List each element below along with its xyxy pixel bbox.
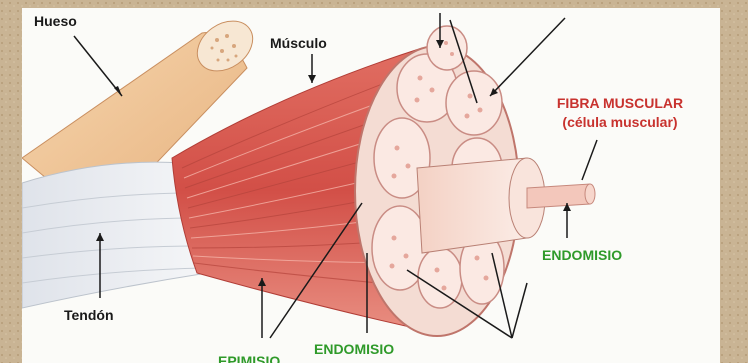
label-tendon: Tendón [64,308,114,322]
label-hueso: Hueso [34,14,77,28]
label-fibra-muscular: FIBRA MUSCULAR (célula muscular) [530,96,710,129]
label-musculo: Músculo [270,36,327,50]
label-fibra-line1: FIBRA MUSCULAR [530,96,710,110]
label-endomisio-right: ENDOMISIO [542,248,622,262]
label-endomisio-bottom: ENDOMISIO [314,342,394,356]
diagram-panel: Hueso Músculo Tendón FIBRA MUSCULAR (cél… [22,8,720,363]
muscle-cross-section [355,26,595,336]
label-epimisio: EPIMISIO [218,354,280,363]
muscle-diagram [22,8,720,363]
label-fibra-line2: (célula muscular) [530,115,710,129]
